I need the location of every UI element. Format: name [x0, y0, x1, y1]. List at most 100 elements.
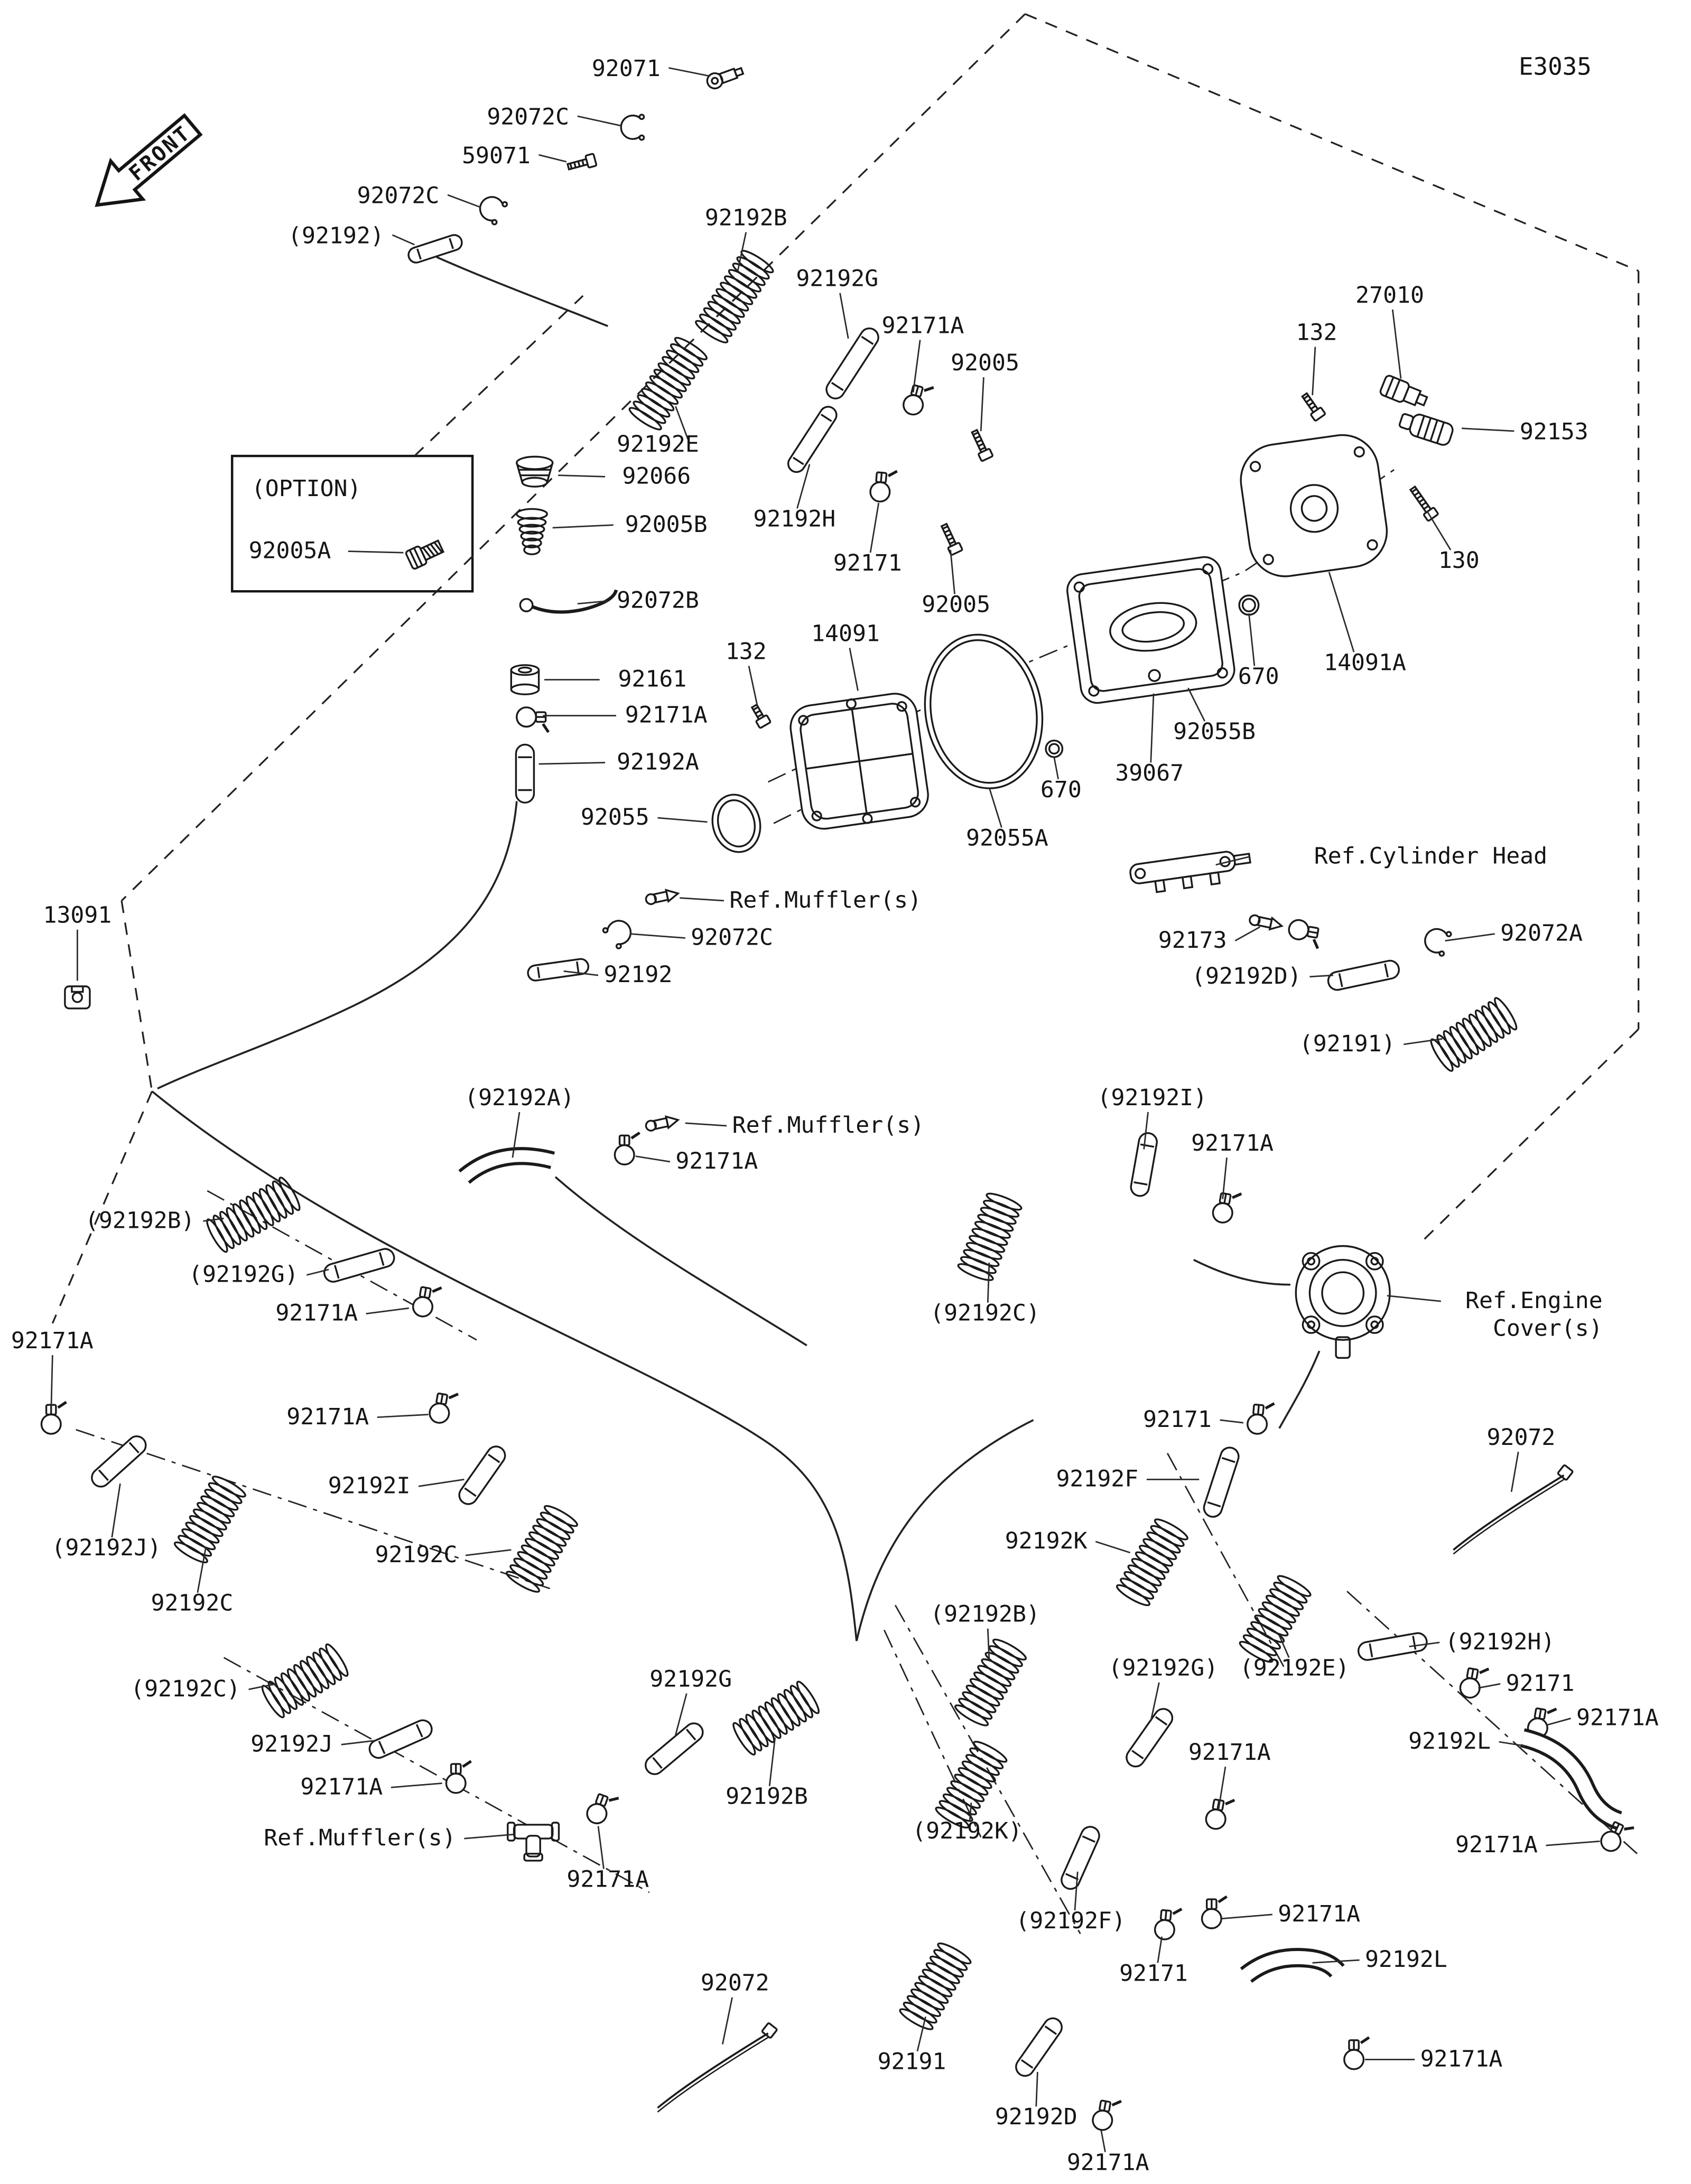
part-label: Ref.Muffler(s) — [264, 1825, 456, 1851]
part-label: (92192J) — [51, 1535, 161, 1561]
leader-line — [1157, 1936, 1163, 1963]
leader-line — [1510, 1451, 1519, 1492]
part-92192K-drawing — [1116, 1518, 1188, 1607]
part-92055-drawing — [711, 794, 761, 853]
leader-line — [950, 549, 955, 594]
part-92192D-drawing — [1327, 959, 1400, 991]
leader-line — [391, 1782, 442, 1788]
part-92153-drawing — [1398, 413, 1454, 446]
part-92171A-drawing — [1201, 1895, 1228, 1929]
part-label: (92192G) — [189, 1261, 299, 1287]
leader-line — [635, 1155, 671, 1163]
part-92005A-drawing — [405, 539, 445, 570]
leader-line — [768, 1738, 776, 1786]
part-92192C-drawing — [506, 1505, 578, 1593]
part-label: 92192E — [617, 431, 699, 458]
leader-line — [1312, 1959, 1360, 1964]
part-label: (92192G) — [1108, 1655, 1218, 1682]
part-92192B-drawing — [695, 250, 774, 343]
part-label: 13091 — [43, 902, 112, 929]
leader-lines — [50, 67, 1600, 2152]
part-label: 92171A — [1278, 1901, 1360, 1927]
part-label: 92171A — [300, 1774, 383, 1800]
part-92192J-drawing — [368, 1719, 433, 1759]
part-muffler-fitting-drawing — [645, 889, 680, 906]
leader-line — [916, 2017, 926, 2052]
option-box-label: (OPTION) — [252, 475, 361, 502]
part-92191-drawing — [1430, 997, 1518, 1072]
part-92072-drawing — [1453, 1464, 1574, 1555]
leader-line — [1150, 1682, 1160, 1722]
part-92192D-drawing — [1015, 2017, 1063, 2077]
part-label: 92005 — [922, 592, 990, 618]
part-92171A-drawing — [1205, 1798, 1235, 1830]
part-92192B-drawing — [954, 1638, 1027, 1726]
leader-line — [1328, 572, 1355, 652]
part-label: 92161 — [618, 666, 687, 693]
part-label: 92192G — [649, 1666, 732, 1692]
part-label: 92191 — [878, 2049, 946, 2075]
part-92171-drawing — [869, 470, 898, 503]
hose-routing-line — [436, 256, 609, 328]
leader-line — [1100, 2130, 1106, 2152]
part-label: 130 — [1438, 547, 1480, 574]
leader-line — [1461, 427, 1515, 432]
part-92055A-drawing — [924, 633, 1044, 789]
leader-line — [1391, 309, 1402, 379]
leader-line — [796, 464, 811, 509]
part-label: 92072B — [617, 587, 699, 614]
leader-line — [668, 67, 711, 77]
leader-line — [1248, 613, 1256, 666]
leader-line — [988, 787, 1002, 828]
part-92171A-drawing — [1343, 2036, 1370, 2070]
part-92192K-drawing — [935, 1741, 1008, 1829]
part-92072A-drawing — [1424, 928, 1452, 957]
part-92171A-drawing — [412, 1286, 442, 1318]
hose-routing-line — [157, 801, 518, 1090]
part-label: 92055 — [581, 804, 649, 830]
part-label: 92173 — [1158, 927, 1227, 954]
leader-line — [1312, 347, 1316, 396]
part-92192C-drawing — [261, 1643, 349, 1719]
part-13091-drawing — [64, 985, 91, 1010]
leader-line — [1499, 1741, 1526, 1747]
leader-line — [839, 293, 849, 339]
part-670-drawing — [1045, 739, 1064, 758]
part-label: 92171A — [1191, 1130, 1274, 1156]
leader-line — [111, 1483, 121, 1538]
part-label: 92171A — [275, 1300, 358, 1327]
leader-line — [1187, 687, 1205, 722]
part-label: 92072C — [691, 925, 773, 951]
part-92192G-drawing — [645, 1722, 704, 1775]
boundary-dashed-line — [120, 900, 153, 1091]
part-label: 14091 — [811, 620, 880, 647]
part-label: Ref.Cylinder Head — [1314, 843, 1547, 869]
diagram-code: E3035 — [1519, 53, 1592, 81]
hose-routing-line — [856, 1419, 1034, 1641]
front-direction-arrow: FRONT — [95, 113, 203, 207]
part-label: 92171A — [882, 312, 964, 339]
leader-line — [630, 933, 685, 939]
part-labels: 9207192072C5907192072C(92192)92192B92192… — [11, 55, 1659, 2176]
leader-line — [464, 1833, 514, 1840]
part-92192E-drawing — [628, 337, 708, 431]
part-label: 92171 — [1119, 1960, 1188, 1986]
part-label: 92192J — [250, 1731, 333, 1757]
part-label: 132 — [726, 638, 767, 665]
leader-line — [1074, 1871, 1079, 1911]
part-label: 14091A — [1324, 649, 1406, 676]
leader-line — [1278, 1635, 1290, 1658]
option-box: (OPTION) — [230, 454, 474, 593]
leader-line — [1220, 1419, 1244, 1424]
part-92192I-drawing — [1130, 1132, 1158, 1197]
leader-line — [418, 1478, 464, 1487]
part-label: 92171A — [1576, 1705, 1659, 1731]
boundary-dashed-line — [1025, 13, 1639, 272]
option-box-frame — [230, 454, 474, 593]
part-39067-drawing — [1066, 556, 1235, 704]
part-92171A-drawing — [445, 1760, 472, 1794]
leader-line — [1445, 933, 1495, 942]
leader-line — [306, 1268, 329, 1276]
part-92173-drawing — [1249, 914, 1284, 931]
part-label: 92066 — [622, 463, 691, 489]
